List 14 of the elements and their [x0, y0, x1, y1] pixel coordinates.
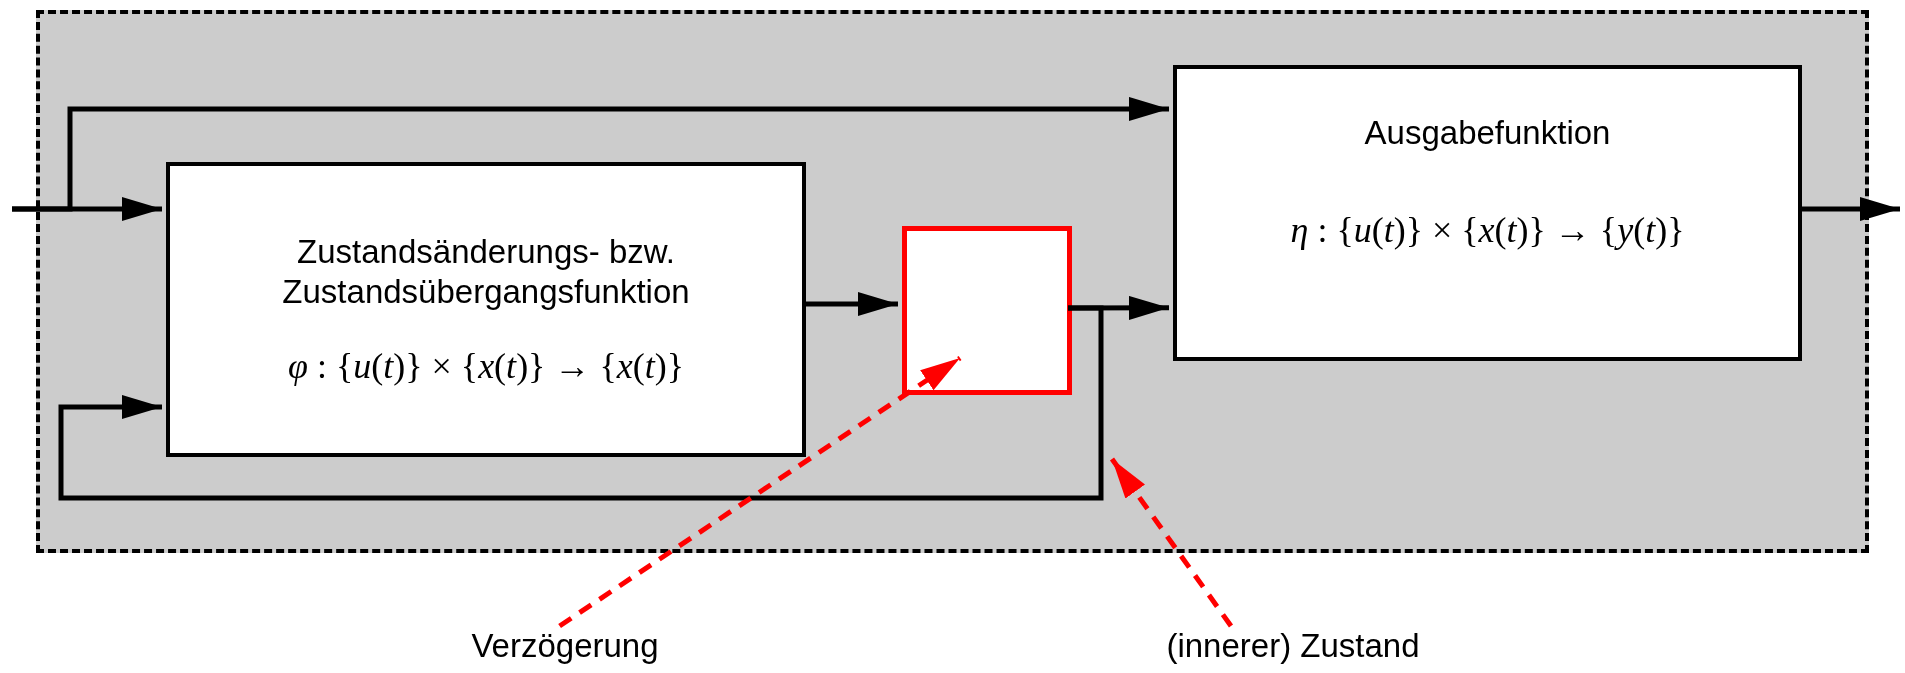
signal-arrow [12, 96, 1169, 212]
leader-arrow [558, 355, 962, 629]
annotation-label: Verzögerung [430, 626, 700, 670]
delay-box [902, 226, 1072, 395]
box-title: Zustandsänderungs- bzw. Zustandsübergangsfunktion [281, 231, 691, 312]
formula: φ : {u(t)} × {x(t)} → {x(t)} [288, 345, 684, 388]
formula: η : {u(t)} × {x(t)} → {y(t)} [1290, 208, 1685, 251]
function-box [166, 162, 806, 457]
box-title: Ausgabefunktion [1364, 113, 1611, 153]
function-box [1173, 65, 1802, 361]
system-boundary-box [36, 10, 1869, 553]
signal-arrow [58, 305, 1104, 501]
annotation-label: (innerer) Zustand [1138, 626, 1448, 670]
leader-arrow [1109, 457, 1234, 628]
